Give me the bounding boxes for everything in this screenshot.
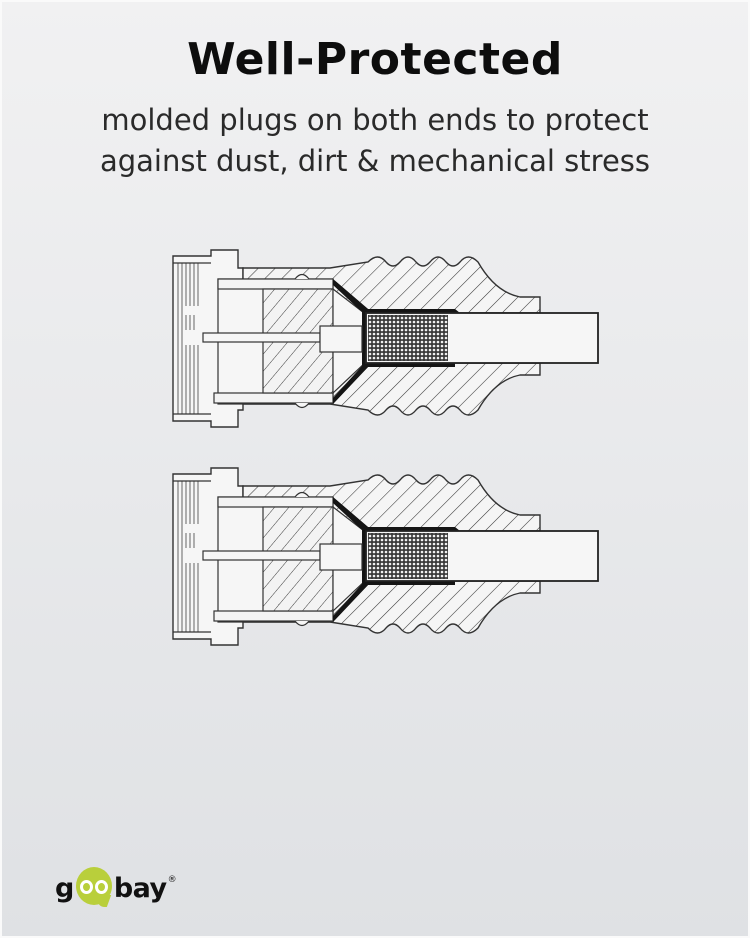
logo-speech-bubble-icon: [75, 867, 113, 907]
goobay-logo: g bay ®: [55, 867, 177, 908]
subtitle-line-1: molded plugs on both ends to protect: [101, 103, 649, 137]
logo-text-prefix: g: [55, 872, 74, 904]
logo-text-suffix: bay: [113, 872, 167, 904]
page-title: Well-Protected: [187, 34, 563, 85]
registered-mark: ®: [167, 875, 177, 885]
top-connector-drawing: [172, 249, 599, 428]
page-subtitle: molded plugs on both ends to protect aga…: [0, 100, 750, 182]
bottom-connector-drawing: [172, 467, 599, 646]
subtitle-line-2: against dust, dirt & mechanical stress: [99, 144, 651, 178]
